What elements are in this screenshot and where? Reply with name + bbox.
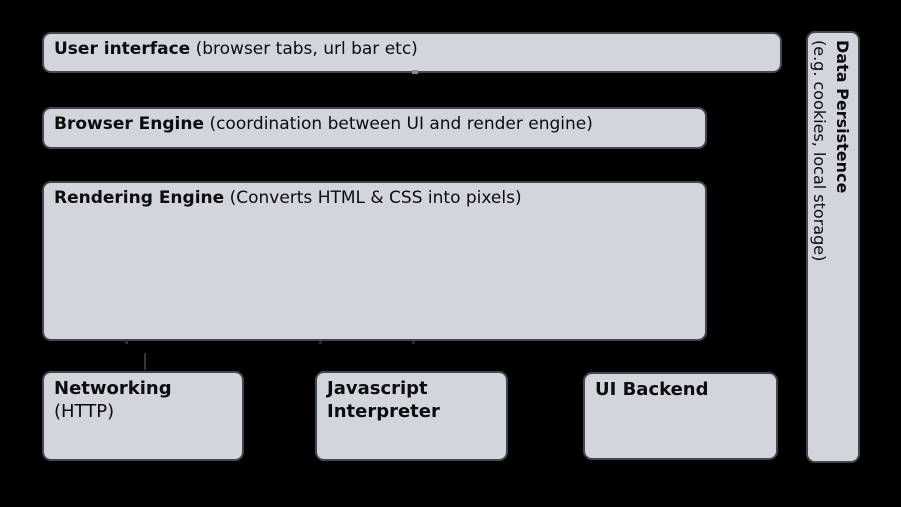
ui-backend-box: UI Backend: [583, 372, 778, 460]
networking-title: Networking: [54, 378, 172, 399]
connector-stub-above-networking: [144, 353, 146, 370]
user-interface-title: User interface: [54, 39, 191, 59]
browser-engine-box: Browser Engine (coordination between UI …: [42, 107, 707, 149]
connector-stub-under-user-interface: [412, 70, 418, 74]
data-persistence-subtitle: (e.g. cookies, local storage): [809, 40, 829, 262]
connector-stub-below-rendering-left: [125, 340, 128, 344]
data-persistence-title: Data Persistence: [833, 40, 852, 194]
javascript-interpreter-box: Javascript Interpreter: [315, 371, 508, 461]
networking-box: Networking (HTTP): [42, 371, 244, 461]
rendering-engine-box: Rendering Engine (Converts HTML & CSS in…: [42, 181, 707, 341]
javascript-interpreter-title: Javascript Interpreter: [327, 378, 440, 422]
browser-engine-title: Browser Engine: [54, 114, 205, 134]
user-interface-box: User interface (browser tabs, url bar et…: [42, 32, 782, 73]
user-interface-subtitle: (browser tabs, url bar etc): [195, 39, 418, 59]
networking-subtitle: (HTTP): [54, 400, 115, 422]
ui-backend-title: UI Backend: [595, 379, 709, 400]
rendering-engine-title: Rendering Engine: [54, 188, 225, 208]
rendering-engine-subtitle: (Converts HTML & CSS into pixels): [229, 188, 522, 208]
connector-stub-below-rendering-mid: [319, 341, 322, 344]
browser-engine-subtitle: (coordination between UI and render engi…: [209, 114, 593, 134]
data-persistence-box: Data Persistence (e.g. cookies, local st…: [806, 31, 860, 463]
connector-stub-below-rendering-right: [412, 341, 415, 344]
